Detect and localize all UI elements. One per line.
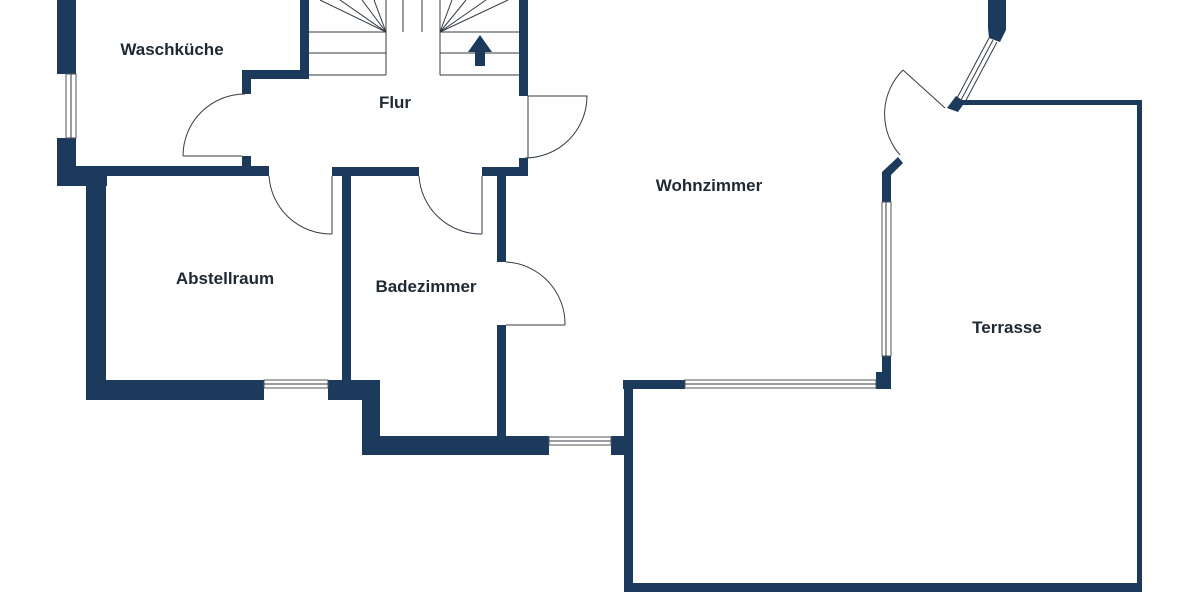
walls	[57, 0, 1142, 592]
room-label-badezimmer: Badezimmer	[375, 277, 477, 296]
room-label-abstellraum: Abstellraum	[175, 269, 275, 288]
stair-direction-arrow-icon	[468, 35, 492, 66]
room-label-terrasse: Terrasse	[972, 318, 1042, 337]
windows	[65, 37, 998, 446]
staircase	[309, 0, 519, 76]
room-label-flur: Flur	[378, 93, 412, 112]
room-label-waschkueche: Waschküche	[120, 40, 224, 59]
doors	[182, 69, 946, 326]
room-label-wohnzimmer: Wohnzimmer	[655, 176, 763, 195]
